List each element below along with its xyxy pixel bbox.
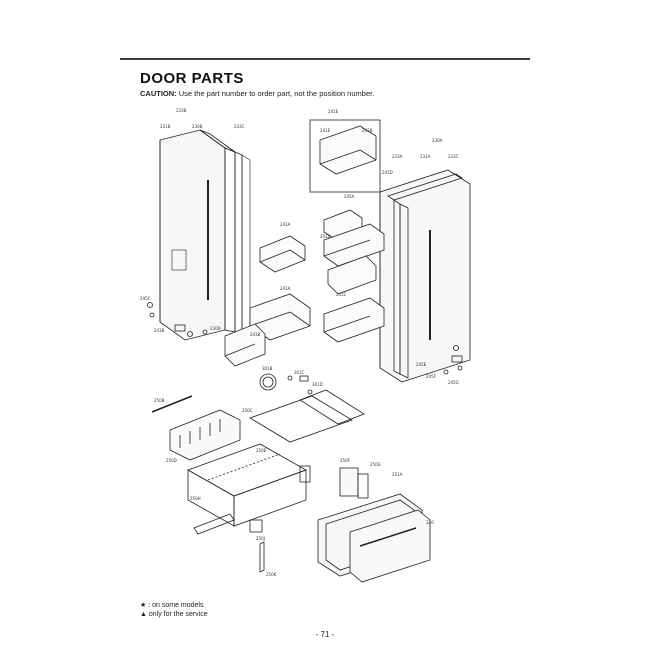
page-title: DOOR PARTS xyxy=(140,70,244,87)
callout: 230B xyxy=(192,124,203,129)
callout: 251A xyxy=(392,472,403,477)
callout: 233B xyxy=(176,108,187,113)
callout: 241B xyxy=(154,328,165,333)
legend-triangle: ▲ only for the service xyxy=(140,611,208,618)
callout: 241B xyxy=(362,128,373,133)
callout: 245G xyxy=(448,380,459,385)
caution-note: CAUTION: Use the part number to order pa… xyxy=(140,89,374,98)
callout: 245E xyxy=(416,362,427,367)
drawer-front xyxy=(317,493,431,583)
callout: 233C xyxy=(448,154,459,159)
callout: 320 xyxy=(426,520,434,525)
right-door-bins xyxy=(323,209,385,343)
callout: 241A xyxy=(280,222,291,227)
callout: 250F xyxy=(340,458,351,463)
left-door xyxy=(159,129,251,341)
callout: 250D xyxy=(166,458,177,463)
center-small-parts xyxy=(259,373,313,395)
callout: 241E xyxy=(320,128,331,133)
left-door-bins xyxy=(224,235,311,367)
callout-labels: 233B 231B 230B 233C 241E 241E 241B 230A … xyxy=(140,108,459,577)
right-hinge-parts xyxy=(443,345,463,375)
callout: 231B xyxy=(160,124,171,129)
callout: 250H xyxy=(190,496,201,501)
callout: 241A xyxy=(280,286,291,291)
page-number: - 71 - xyxy=(315,630,335,639)
callout: 241D xyxy=(320,234,331,239)
caution-lead: CAUTION: xyxy=(140,89,177,98)
callout: 233A xyxy=(392,154,403,159)
lower-drawer-assembly xyxy=(151,389,369,573)
top-rule xyxy=(120,58,530,60)
callout: 241B xyxy=(250,332,261,337)
callout: 245C xyxy=(140,296,151,301)
callout: 230A xyxy=(432,138,443,143)
callout: 250B xyxy=(154,398,165,403)
callout: 233C xyxy=(234,124,245,129)
callout: 245F xyxy=(426,374,437,379)
callout: 250G xyxy=(370,462,381,467)
callout: 301D xyxy=(312,382,323,387)
callout: 301B xyxy=(262,366,273,371)
callout: 230D xyxy=(210,326,221,331)
callout: 301C xyxy=(294,370,305,375)
legend: ★ : on some models ▲ only for the servic… xyxy=(140,601,208,619)
callout: 250K xyxy=(266,572,277,577)
right-top-bin xyxy=(309,119,381,193)
callout: 241E xyxy=(328,109,339,114)
caution-text: Use the part number to order part, not t… xyxy=(176,89,375,98)
callout: 250C xyxy=(242,408,253,413)
legend-star: ★ : on some models xyxy=(140,602,204,609)
callout: 250E xyxy=(256,448,267,453)
callout: 245D xyxy=(382,170,393,175)
callout: 241C xyxy=(336,292,347,297)
left-hinge-parts xyxy=(147,302,208,337)
exploded-parts-diagram: 233B 231B 230B 233C 241E 241E 241B 230A … xyxy=(140,108,471,583)
callout: 245A xyxy=(344,194,355,199)
callout: 250J xyxy=(256,536,265,541)
callout: 231A xyxy=(420,154,431,159)
right-door xyxy=(379,169,471,383)
